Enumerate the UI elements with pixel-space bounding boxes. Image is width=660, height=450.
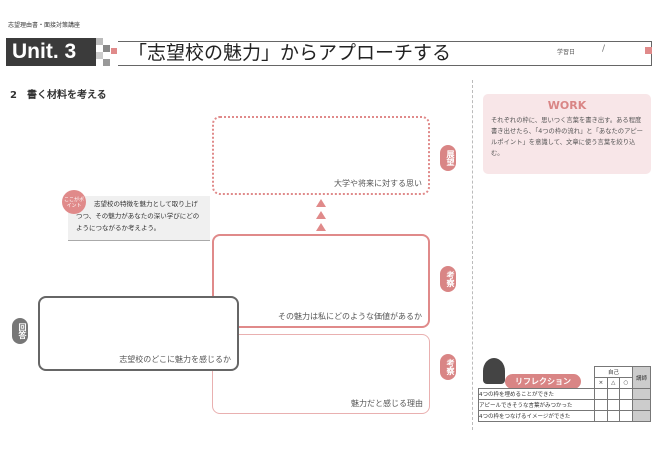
date-label: 学習日 bbox=[557, 49, 576, 56]
unit-label: Unit. 3 bbox=[6, 38, 96, 66]
empty-cell bbox=[479, 378, 595, 389]
date-separator: / bbox=[602, 44, 606, 54]
work-title: WORK bbox=[547, 99, 587, 112]
tag-answer: 回答 bbox=[12, 318, 28, 344]
teacher-cell bbox=[632, 388, 651, 400]
check-cell[interactable] bbox=[618, 410, 634, 422]
teacher-cell bbox=[632, 410, 651, 422]
reflection-item: アピールできそうな言葉がみつかった bbox=[478, 399, 595, 411]
reason-box[interactable]: 魅力だと感じる理由 bbox=[212, 334, 430, 414]
value-label: その魅力は私にどのような価値があるか bbox=[278, 312, 422, 321]
course-name: 志望理由書・面接対策講座 bbox=[8, 22, 81, 29]
reflection-item: 4つの枠をつなげるイメージができた bbox=[478, 410, 595, 422]
reflection-label: リフレクション bbox=[505, 374, 581, 389]
checker-decoration bbox=[96, 38, 110, 66]
attraction-box[interactable]: 志望校のどこに魅力を感じるか bbox=[38, 296, 239, 371]
vision-label: 大学や将来に対する思い bbox=[334, 179, 422, 188]
hint-text: 志望校の特徴を魅力として取り上げつつ、その魅力があなたの深い学びにどのようにつな… bbox=[76, 200, 200, 232]
check-cell[interactable] bbox=[606, 410, 620, 422]
check-cell[interactable] bbox=[618, 388, 634, 400]
section-title: 2 書く材料を考える bbox=[10, 90, 107, 101]
empty-cell bbox=[479, 367, 595, 378]
mark-x: × bbox=[594, 377, 608, 389]
page-title: 「志望校の魅力」からアプローチする bbox=[128, 42, 452, 64]
teacher-header: 講師 bbox=[632, 366, 651, 389]
arrow-up-icon bbox=[316, 199, 326, 207]
self-header: 自己 bbox=[594, 366, 633, 378]
table-row: アピールできそうな言葉がみつかった bbox=[478, 399, 651, 411]
reflection-item: 4つの枠を埋めることができた bbox=[478, 388, 595, 400]
vision-box[interactable]: 大学や将来に対する思い bbox=[212, 116, 430, 195]
pink-square-icon bbox=[645, 47, 652, 54]
attraction-label: 志望校のどこに魅力を感じるか bbox=[119, 355, 231, 364]
reason-label: 魅力だと感じる理由 bbox=[351, 399, 423, 408]
arrow-up-icon bbox=[316, 211, 326, 219]
pink-square-icon bbox=[111, 48, 117, 54]
tag-consider-1: 考察 bbox=[440, 266, 456, 292]
tag-vision: 展望 bbox=[440, 145, 456, 171]
reflection-table: 自己講師 ×△○ 4つの枠を埋めることができた アピールできそうな言葉がみつかっ… bbox=[478, 366, 651, 422]
tag-consider-2: 考察 bbox=[440, 354, 456, 380]
arrow-up-icon bbox=[316, 223, 326, 231]
mark-triangle: △ bbox=[606, 377, 620, 389]
hint-callout: 志望校の特徴を魅力として取り上げつつ、その魅力があなたの深い学びにどのようにつな… bbox=[68, 196, 210, 241]
work-body: それぞれの枠に、思いつく言葉を書き出す。ある程度書き出せたら、「4つの枠の流れ」… bbox=[491, 117, 643, 157]
check-cell[interactable] bbox=[594, 388, 608, 400]
divider bbox=[472, 80, 473, 430]
check-cell[interactable] bbox=[594, 399, 608, 411]
table-row: 4つの枠をつなげるイメージができた bbox=[478, 410, 651, 422]
table-row: 4つの枠を埋めることができた bbox=[478, 388, 651, 400]
work-panel: WORK それぞれの枠に、思いつく言葉を書き出す。ある程度書き出せたら、「4つの… bbox=[483, 94, 651, 174]
mark-circle: ○ bbox=[618, 377, 634, 389]
check-cell[interactable] bbox=[594, 410, 608, 422]
check-cell[interactable] bbox=[618, 399, 634, 411]
check-cell[interactable] bbox=[606, 388, 620, 400]
check-cell[interactable] bbox=[606, 399, 620, 411]
teacher-cell bbox=[632, 399, 651, 411]
value-box[interactable]: その魅力は私にどのような価値があるか bbox=[212, 234, 430, 328]
hint-badge: ここがポイント bbox=[62, 190, 86, 214]
student-illustration-icon bbox=[483, 358, 505, 384]
